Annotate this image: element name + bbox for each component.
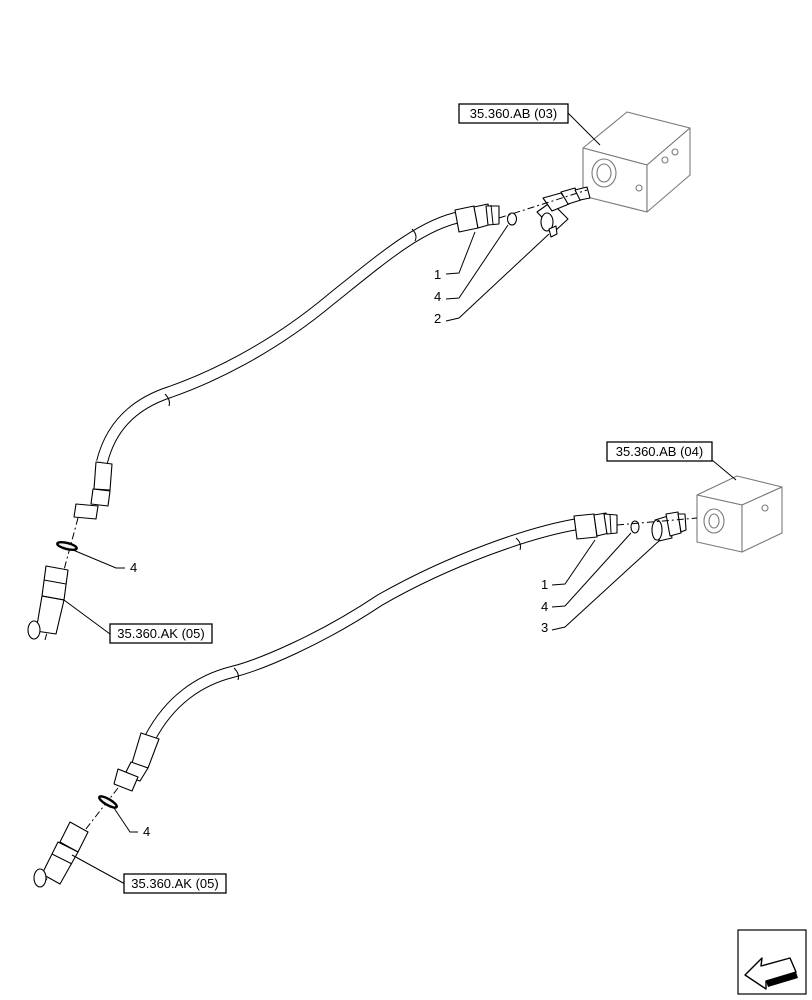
lower-adapter-callout-leader <box>551 539 661 631</box>
lower-fitting-ref-leader <box>71 854 126 885</box>
upper-left-oring <box>56 541 78 551</box>
svg-text:35.360.AK (05): 35.360.AK (05) <box>117 626 204 641</box>
lower-hose-callout: 1 <box>541 577 548 592</box>
upper-hose-callout-leader <box>445 231 476 275</box>
lower-straight-adapter <box>651 511 687 542</box>
upper-hose <box>73 203 500 520</box>
lower-adapter-callout: 3 <box>541 620 548 635</box>
upper-fitting-ref-label: 35.360.AK (05) <box>109 623 213 644</box>
upper-oring-callout: 4 <box>434 289 441 304</box>
svg-text:35.360.AB (04): 35.360.AB (04) <box>616 444 703 459</box>
lower-hose <box>113 512 618 792</box>
direction-arrow-icon <box>737 929 807 995</box>
upper-elbow-adapter <box>536 186 591 238</box>
lower-oring-callout-leader <box>551 532 632 608</box>
upper-fitting-ref-leader <box>63 599 111 635</box>
upper-left-fitting <box>27 565 69 640</box>
lower-centerline-right <box>616 517 698 526</box>
upper-adapter-callout: 2 <box>434 311 441 326</box>
upper-oring-callout-leader <box>445 224 509 300</box>
upper-left-oring-callout: 4 <box>130 560 137 575</box>
svg-text:35.360.AB (03): 35.360.AB (03) <box>470 106 557 121</box>
svg-text:35.360.AK (05): 35.360.AK (05) <box>131 876 218 891</box>
upper-oring <box>506 212 518 226</box>
upper-hose-callout: 1 <box>434 267 441 282</box>
lower-hose-callout-leader <box>551 539 596 586</box>
upper-adapter-callout-leader <box>445 233 550 322</box>
lower-valve-block <box>696 475 783 553</box>
upper-left-oring-callout-leader <box>72 549 125 569</box>
lower-block-ref-leader <box>711 459 737 481</box>
lower-left-oring-callout: 4 <box>143 824 150 839</box>
lower-left-fitting <box>33 821 89 888</box>
lower-block-ref-label: 35.360.AB (04) <box>606 441 713 462</box>
upper-centerline-right <box>498 189 588 219</box>
lower-left-oring-callout-leader <box>113 807 138 833</box>
lower-oring-callout: 4 <box>541 599 548 614</box>
upper-valve-block <box>582 111 691 213</box>
lower-left-oring <box>98 795 118 809</box>
upper-block-ref-label: 35.360.AB (03) <box>458 103 569 124</box>
lower-fitting-ref-label: 35.360.AK (05) <box>123 873 227 894</box>
upper-block-ref-leader <box>567 112 601 146</box>
